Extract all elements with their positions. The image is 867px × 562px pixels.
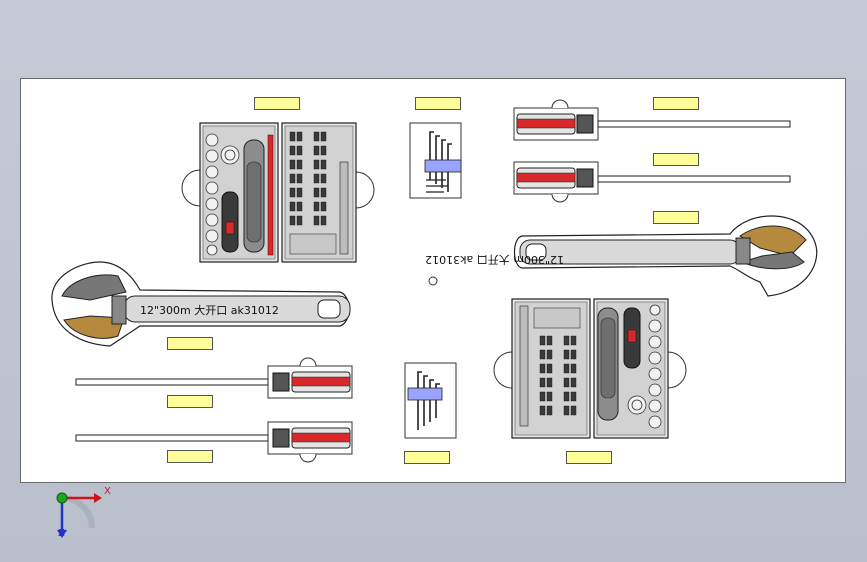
callout-tag[interactable] [653, 97, 699, 110]
tool-case-top[interactable] [181, 122, 375, 263]
wrench-engraving-left: 12"300m 大开口 ak31012 [140, 303, 279, 317]
screwdriver-top-2[interactable] [513, 161, 791, 203]
adjustable-wrench-right[interactable]: 12"300m 大开口 ak31012 [425, 215, 818, 297]
callout-tag[interactable] [167, 450, 213, 463]
wrench-engraving-right: 12"300m 大开口 ak31012 [425, 253, 564, 267]
x-axis-label: X [104, 486, 111, 497]
adjustable-wrench-left[interactable]: 12"300m 大开口 ak31012 [51, 261, 351, 347]
y-axis-dot [56, 492, 68, 504]
hex-key-set-top[interactable] [409, 122, 462, 199]
callout-tag[interactable] [167, 395, 213, 408]
coordinate-triad: X Z [48, 484, 118, 544]
screwdriver-top-1[interactable] [513, 99, 791, 141]
callout-tag[interactable] [404, 451, 450, 464]
z-axis-label: Z [58, 528, 65, 539]
center-hole [428, 276, 438, 286]
callout-tag[interactable] [415, 97, 461, 110]
callout-tag[interactable] [653, 153, 699, 166]
callout-tag[interactable] [653, 211, 699, 224]
callout-tag[interactable] [566, 451, 612, 464]
screwdriver-bottom-2[interactable] [75, 421, 353, 463]
screwdriver-bottom-1[interactable] [75, 357, 353, 399]
tool-case-bottom[interactable] [493, 298, 687, 439]
callout-tag[interactable] [167, 337, 213, 350]
callout-tag[interactable] [254, 97, 300, 110]
hex-key-set-bottom[interactable] [404, 362, 457, 439]
